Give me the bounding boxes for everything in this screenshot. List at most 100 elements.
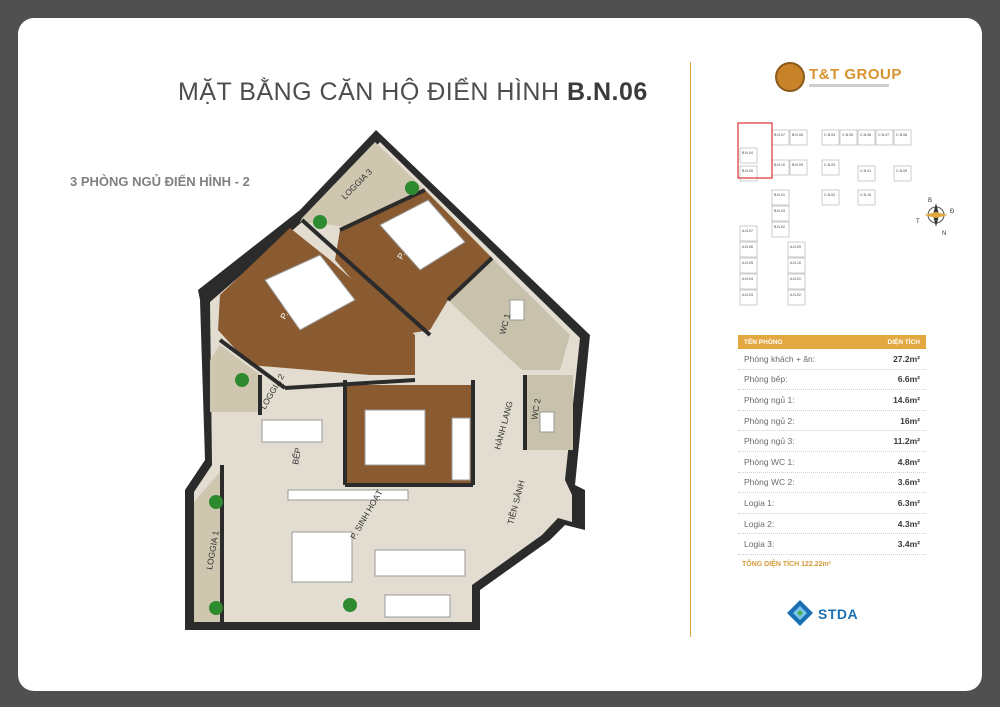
key-plan-unit-label: A.N.04 <box>742 277 753 281</box>
room-name: Phòng ngủ 1: <box>744 394 795 405</box>
room-area: 16m² <box>900 415 920 426</box>
wc-1-floor <box>448 258 570 370</box>
room-name: Phòng WC 2: <box>744 477 795 488</box>
key-plan-unit: C.N.04 <box>821 129 840 146</box>
key-plan-unit-label: B.N.10 <box>774 163 785 167</box>
room-name: Logia 2: <box>744 518 775 529</box>
plant-1 <box>313 215 327 229</box>
key-plan-unit-label: A.N.02 <box>790 293 801 297</box>
toilet-1 <box>509 299 525 321</box>
compass-west: T <box>916 219 920 225</box>
key-plan-unit: B.N.01 <box>771 189 790 206</box>
key-plan-unit: A.N.09 <box>787 241 806 258</box>
key-plan-unit-label: C.N.02 <box>824 193 835 197</box>
kitchen-island <box>287 489 409 501</box>
key-plan-unit-label: B.N.07 <box>774 133 785 137</box>
key-plan-unit-label: B.N.04 <box>742 151 753 155</box>
furniture <box>209 181 555 618</box>
key-plan-unit-label: A.N.10 <box>790 261 801 265</box>
key-plan-unit: C.N.01 <box>857 165 876 182</box>
bed-3 <box>364 409 426 466</box>
key-plan-unit-label: B.N.09 <box>792 163 803 167</box>
wardrobe-3 <box>451 417 471 481</box>
room-area: 14.6m² <box>893 394 920 405</box>
key-plan-unit: A.N.02 <box>787 289 806 306</box>
key-plan-unit-label: C.N.09 <box>896 169 907 173</box>
page-title: MẶT BẰNG CĂN HỘ ĐIỂN HÌNH B.N.06 <box>178 78 648 107</box>
label-kitchen: BẾP <box>290 447 303 466</box>
sofa-2 <box>384 594 451 618</box>
col-area: DIỆN TÍCH <box>887 338 921 346</box>
key-plan-unit: B.N.09 <box>789 159 808 176</box>
key-plan-unit: C.N.05 <box>839 129 858 146</box>
room-name: Phòng khách + ăn: <box>744 353 816 364</box>
key-plan-unit-label: B.N.05 <box>742 169 753 173</box>
key-plan-unit: B.N.05 <box>739 165 758 182</box>
key-plan-unit-label: A.N.06 <box>742 245 753 249</box>
brand-name: T&T GROUP <box>809 66 902 83</box>
room-area: 27.2m² <box>893 353 920 364</box>
layout-subtitle: 3 PHÒNG NGỦ ĐIỂN HÌNH - 2 <box>70 174 250 189</box>
plant-5 <box>343 598 357 612</box>
area-table-header: TÊN PHÒNG DIỆN TÍCH <box>738 335 926 349</box>
highlighted-unit-b-n-06 <box>737 122 773 179</box>
key-plan-unit-label: A.N.09 <box>790 245 801 249</box>
key-plan-unit-label: C.N.10 <box>860 193 871 197</box>
tiger-icon <box>775 62 805 92</box>
key-plan-unit-label: A.N.01 <box>790 277 801 281</box>
room-name: Logia 3: <box>744 539 775 550</box>
key-plan-unit-label: B.N.06 <box>792 133 803 137</box>
area-table-row: Logia 2:4.3m² <box>738 514 926 535</box>
toilet-2 <box>539 411 555 433</box>
kitchen-counter <box>261 419 323 443</box>
bed-1 <box>379 199 466 271</box>
key-plan-unit: B.N.02 <box>771 221 790 238</box>
key-plan-unit: A.N.10 <box>787 257 806 274</box>
key-plan-unit: B.N.04 <box>739 147 758 164</box>
plant-6 <box>405 181 419 195</box>
room-area: 4.8m² <box>897 456 920 467</box>
key-plan-unit-label: C.N.08 <box>896 133 907 137</box>
area-table-row: Phòng WC 2: 3.6m² <box>738 473 926 494</box>
key-plan-unit-label: B.N.01 <box>774 193 785 197</box>
bed-2 <box>264 254 356 331</box>
brand-logo: T&T GROUP <box>775 62 901 94</box>
total-area: TỔNG DIỆN TÍCH 122.22m² <box>742 560 832 568</box>
room-area: 3.4m² <box>897 539 920 550</box>
col-room-name: TÊN PHÒNG <box>744 338 783 346</box>
key-plan-unit: A.N.07 <box>739 225 758 242</box>
key-plan-unit: A.N.06 <box>739 241 758 258</box>
interior-walls <box>218 188 527 622</box>
plant-2 <box>235 373 249 387</box>
key-plan-unit-label: A.N.05 <box>742 261 753 265</box>
key-plan-unit-label: C.N.06 <box>860 133 871 137</box>
area-table-row: Logia 3: 3.4m² <box>738 534 926 555</box>
column-divider <box>690 62 691 637</box>
key-plan-unit-label: C.N.03 <box>824 163 835 167</box>
area-table-row: Logia 1:6.3m² <box>738 493 926 514</box>
room-area: 3.6m² <box>897 477 920 488</box>
key-plan-unit: C.N.06 <box>857 129 876 146</box>
key-plan-unit: A.N.04 <box>739 273 758 290</box>
room-name: Phòng WC 1: <box>744 456 795 467</box>
partner-logo: STDA <box>786 599 886 629</box>
sofa-1 <box>374 549 466 577</box>
brand-tagline-bar <box>809 84 889 87</box>
compass-north: B <box>928 198 932 204</box>
key-plan-unit: A.N.01 <box>787 273 806 290</box>
dining-table <box>291 531 353 583</box>
partner-name: STDA <box>818 606 859 622</box>
key-plan-unit-label: C.N.04 <box>824 133 835 137</box>
area-table-row: Phòng bếp:6.6m² <box>738 370 926 391</box>
key-plan-unit: B.N.10 <box>771 159 790 176</box>
key-plan-unit: C.N.10 <box>857 189 876 206</box>
stda-icon <box>787 600 813 626</box>
key-plan-unit-label: C.N.01 <box>860 169 871 173</box>
room-name: Phòng bếp: <box>744 374 788 385</box>
key-plan-unit: C.N.08 <box>893 129 912 146</box>
floor-plan: P. NGỦ 1 P. NGỦ 2 P. NGỦ 3 WC 1 WC 2 LOG… <box>185 130 590 630</box>
room-name: Logia 1: <box>744 497 775 508</box>
